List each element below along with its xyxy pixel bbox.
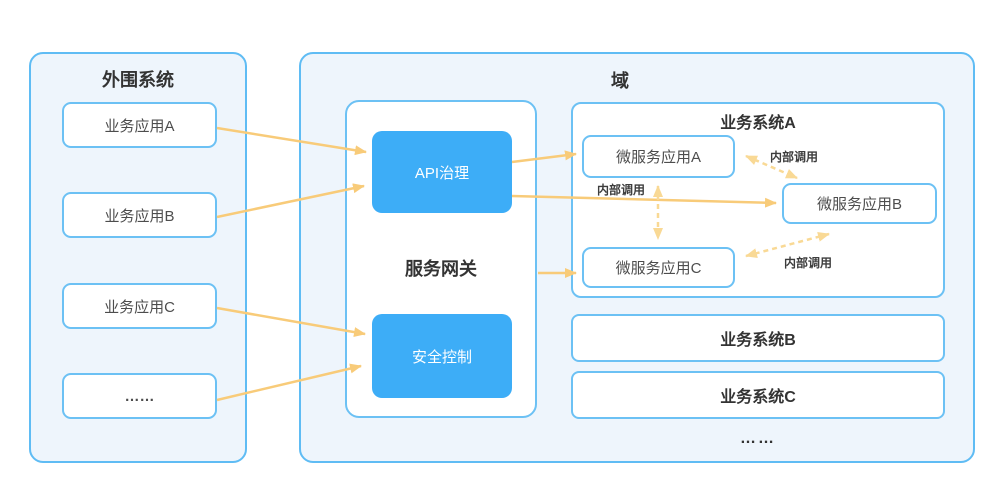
business-system-b-label: 业务系统B bbox=[720, 332, 796, 349]
box-business-app-b: 业务应用B bbox=[62, 192, 217, 238]
service-gateway-title: 服务网关 bbox=[405, 259, 477, 279]
business-system-c-label: 业务系统C bbox=[720, 389, 796, 406]
box-business-app-a: 业务应用A bbox=[62, 102, 217, 148]
box-microservice-c: 微服务应用C bbox=[582, 247, 735, 288]
peripheral-systems-title: 外围系统 bbox=[102, 70, 174, 90]
internal-call-label-a-b: 内部调用 bbox=[770, 150, 819, 164]
box-microservice-b: 微服务应用B bbox=[782, 183, 937, 224]
microservice-b-label: 微服务应用B bbox=[816, 196, 902, 213]
box-business-app-c: 业务应用C bbox=[62, 283, 217, 329]
box-business-system-c: 业务系统C bbox=[571, 371, 945, 419]
business-app-more-label: …… bbox=[124, 387, 155, 405]
microservice-c-label: 微服务应用C bbox=[615, 260, 702, 277]
business-app-a-label: 业务应用A bbox=[104, 117, 175, 135]
domain-title: 域 bbox=[611, 71, 629, 91]
box-business-system-b: 业务系统B bbox=[571, 314, 945, 362]
microservice-a-label: 微服务应用A bbox=[615, 149, 701, 166]
box-security-control: 安全控制 bbox=[372, 314, 512, 398]
api-governance-label: API治理 bbox=[414, 164, 470, 182]
business-app-b-label: 业务应用B bbox=[104, 207, 175, 225]
internal-call-label-c-b: 内部调用 bbox=[784, 256, 833, 270]
business-system-a-title: 业务系统A bbox=[720, 115, 796, 132]
business-app-c-label: 业务应用C bbox=[104, 298, 175, 316]
box-microservice-a: 微服务应用A bbox=[582, 135, 735, 178]
box-api-governance: API治理 bbox=[372, 131, 512, 213]
box-business-app-more: …… bbox=[62, 373, 217, 419]
internal-call-label-a-c: 内部调用 bbox=[597, 183, 646, 197]
domain-more-dots: …… bbox=[740, 430, 776, 447]
security-control-label: 安全控制 bbox=[411, 348, 472, 366]
